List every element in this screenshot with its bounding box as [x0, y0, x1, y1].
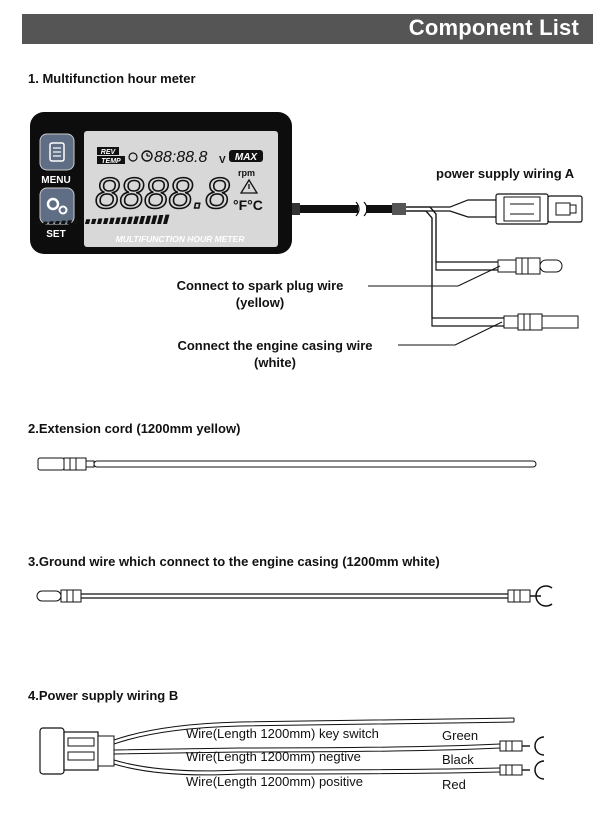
spark-plug-label-line2: (yellow) [235, 295, 285, 310]
bar-segment [138, 216, 146, 225]
section-1-title: 1. Multifunction hour meter [28, 71, 196, 86]
rev-badge [97, 147, 119, 155]
power-wiring-a-label: power supply wiring A [436, 166, 575, 181]
menu-icon [49, 142, 65, 162]
header-bar: Component List [22, 14, 593, 44]
main-digits: 8888.8 [95, 169, 230, 218]
bar-segment [72, 219, 79, 224]
bar-segment [102, 218, 109, 224]
temp-badge [97, 156, 125, 164]
meter-caption: MULTIFUNCTION HOUR METER [116, 234, 246, 244]
clock-icon [141, 150, 153, 162]
rpm-label: rpm [238, 168, 255, 178]
bar-segment [78, 219, 85, 225]
bar-segment [126, 216, 133, 224]
section-4-title: 4.Power supply wiring B [28, 688, 179, 703]
casing-connector [503, 313, 579, 331]
max-label: MAX [235, 152, 259, 163]
warning-icon [239, 178, 259, 194]
bar-segment [144, 215, 152, 224]
cable-splice [392, 203, 406, 215]
page-title: Component List [408, 15, 579, 40]
bar-segment [114, 217, 121, 224]
temp-label: TEMP [101, 158, 121, 165]
bar-segment [48, 221, 54, 225]
casing-wire-label-line2: (white) [254, 355, 296, 370]
wire-negative-color: Black [442, 752, 474, 767]
power-wiring-b [39, 717, 545, 780]
wire-positive-desc: Wire(Length 1200mm) positive [186, 774, 364, 789]
casing-wire-label-line1: Connect the engine casing wire [177, 338, 373, 353]
bar-segment [156, 215, 164, 224]
bar-segment [90, 218, 97, 225]
section-3-title: 3.Ground wire which connect to the engin… [28, 554, 440, 569]
bar-segment [150, 215, 158, 225]
cable-boot [292, 203, 300, 215]
set-label: SET [46, 229, 65, 240]
extension-cord [37, 457, 537, 471]
wire-key-switch-desc: Wire(Length 1200mm) key switch [186, 726, 379, 741]
bar-segment [36, 222, 42, 224]
section-2-title: 2.Extension cord (1200mm yellow) [28, 421, 241, 436]
dollar-icon [128, 152, 138, 162]
wire-negative-desc: Wire(Length 1200mm) negtive [186, 749, 361, 764]
bar-segment [132, 216, 140, 224]
bar-segment [42, 221, 48, 224]
bar-segment [84, 219, 91, 224]
bar-segment [162, 214, 170, 224]
bar-segment [54, 220, 60, 224]
ground-wire [36, 585, 553, 607]
connector-a [495, 193, 583, 225]
max-badge [229, 150, 263, 162]
bar-segment [108, 217, 115, 225]
bar-segment [96, 218, 103, 224]
temp-unit: °F°C [233, 197, 263, 213]
bar-segment [66, 220, 72, 224]
gear-icon [46, 197, 68, 215]
wire-positive-color: Red [442, 777, 466, 792]
spark-connector [497, 257, 563, 275]
bar-graph [36, 214, 170, 225]
top-digits: 88:88.8 [154, 149, 207, 166]
menu-label: MENU [41, 175, 70, 186]
volt-unit: V [219, 155, 226, 166]
bar-segment [60, 220, 66, 225]
wire-key-switch-color: Green [442, 728, 479, 743]
spark-plug-label-line1: Connect to spark plug wire [176, 278, 344, 293]
rev-label: REV [101, 149, 117, 156]
bar-segment [120, 217, 127, 225]
